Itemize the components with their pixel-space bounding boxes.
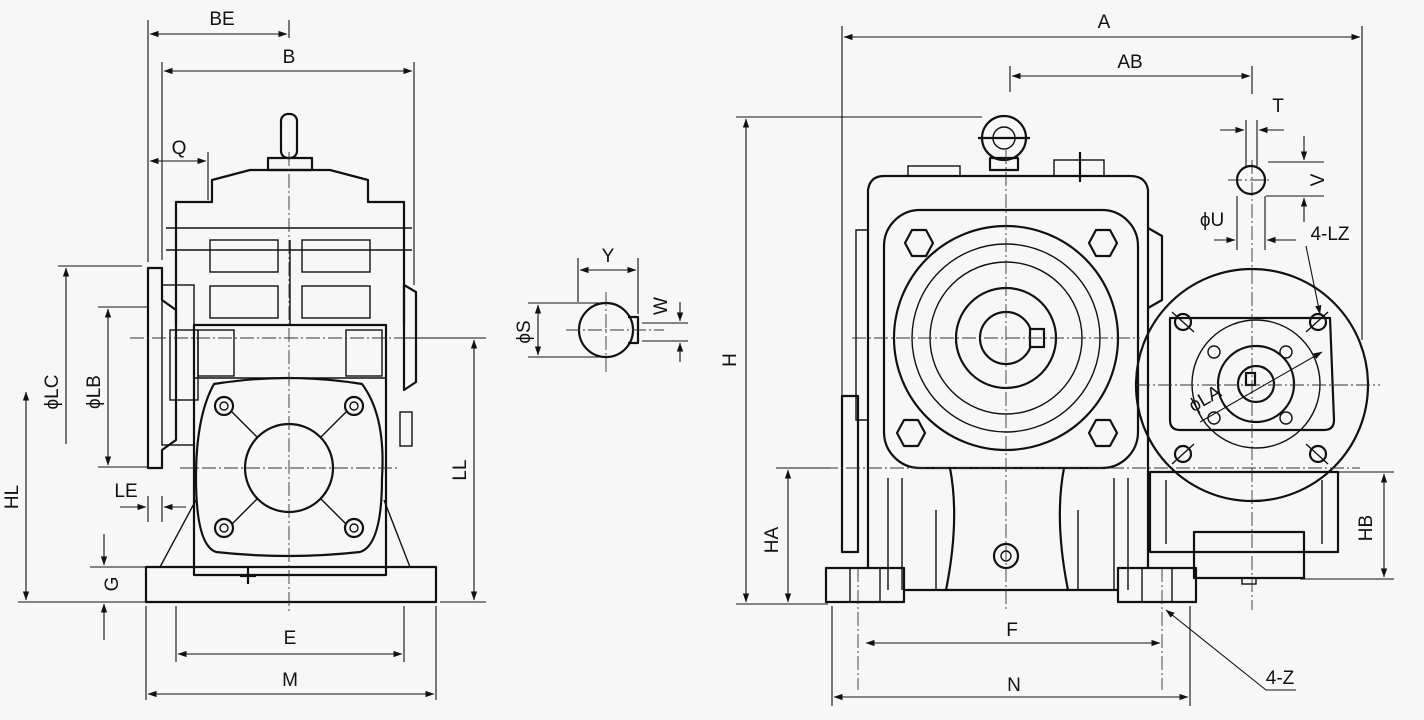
label-W: W: [651, 297, 672, 315]
label-T: T: [1272, 96, 1284, 117]
label-LC: ϕLC: [42, 375, 63, 410]
label-LB: ϕLB: [84, 375, 105, 409]
label-HB: HB: [1356, 515, 1377, 541]
label-Z: 4-Z: [1266, 668, 1295, 689]
side-input-flange: [146, 266, 178, 470]
label-BE: BE: [209, 9, 234, 30]
front-right-foot: [1116, 566, 1198, 604]
label-U: ϕU: [1200, 210, 1224, 231]
leader-4Z: [1165, 609, 1267, 691]
label-LA: ϕLA: [1185, 382, 1225, 417]
label-HL: HL: [2, 485, 23, 509]
label-Y: Y: [602, 246, 615, 267]
label-LE: LE: [114, 481, 137, 502]
label-A: A: [1098, 12, 1111, 33]
label-B: B: [283, 47, 296, 68]
side-front-cover: [194, 376, 384, 558]
label-AB: AB: [1117, 52, 1142, 73]
dim-LA: [1199, 351, 1323, 423]
front-left-foot: [824, 566, 906, 604]
label-LZ: 4-LZ: [1310, 224, 1349, 245]
shaft-keyway-detail: Y ϕS W: [514, 246, 688, 372]
label-E: E: [284, 628, 297, 649]
label-HA: HA: [762, 526, 783, 553]
label-F: F: [1006, 620, 1018, 641]
front-main-housing: [866, 174, 1150, 568]
label-N: N: [1007, 675, 1021, 696]
label-V: V: [1308, 173, 1329, 186]
motor-bracket: [1192, 530, 1306, 580]
input-bore: [1216, 344, 1296, 424]
label-Q: Q: [172, 138, 187, 159]
label-G: G: [102, 577, 123, 592]
front-view: A AB T V ϕU 4-LZ H ϕLA HA HB F N 4-Z: [720, 12, 1394, 706]
label-LL: LL: [450, 459, 471, 480]
label-H: H: [720, 353, 741, 367]
leader-4LZ: [1305, 245, 1322, 315]
side-view: BE B Q ϕLC ϕLB HL LE G E M LL: [2, 9, 486, 700]
side-base-plate: [144, 565, 438, 604]
label-S: ϕS: [514, 320, 535, 343]
label-M: M: [282, 670, 298, 691]
